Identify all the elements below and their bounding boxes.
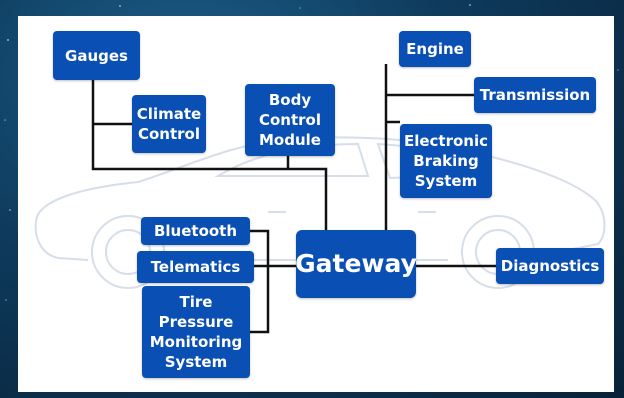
node-climate-control: Climate Control (132, 95, 206, 153)
node-bluetooth: Bluetooth (141, 217, 250, 245)
node-diagnostics: Diagnostics (496, 248, 604, 284)
node-telematics: Telematics (137, 251, 254, 283)
line-bluetooth-tpms (250, 229, 270, 334)
diagram-panel: Gauges Climate Control Body Control Modu… (18, 16, 614, 392)
node-tire-pressure-monitoring-system: Tire Pressure Monitoring System (142, 286, 250, 378)
connection-lines (91, 64, 496, 334)
node-electronic-braking-system: Electronic Braking System (400, 124, 492, 198)
node-transmission: Transmission (474, 77, 596, 113)
node-engine: Engine (399, 31, 471, 67)
node-gateway: Gateway (295, 230, 417, 298)
node-body-control-module: Body Control Module (245, 84, 335, 156)
node-gauges: Gauges (53, 31, 140, 80)
